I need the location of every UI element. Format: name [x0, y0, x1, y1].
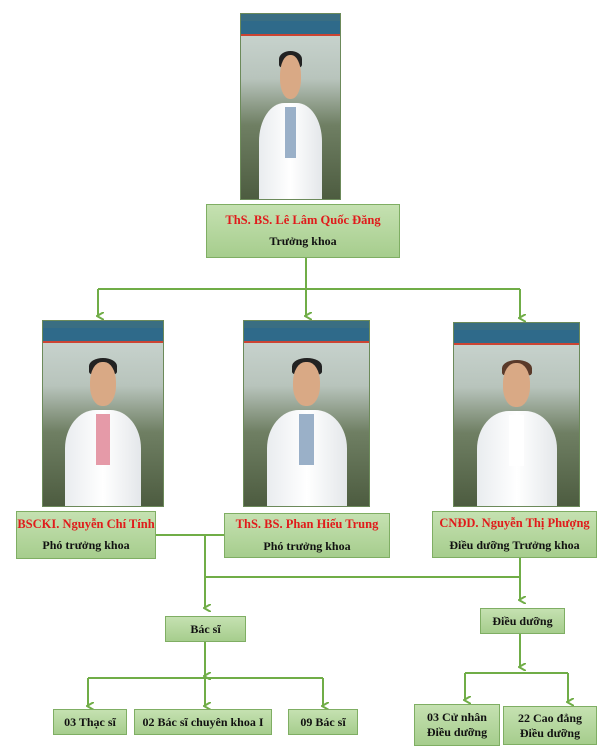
count-label: 09 Bác sĩ: [300, 714, 346, 729]
count-label: 03 Cử nhân: [427, 710, 487, 724]
nurses-group-box: Điều dưỡng: [480, 608, 565, 634]
head-box: ThS. BS. Lê Lâm Quốc Đăng Trưởng khoa: [206, 204, 400, 258]
nurse-count-box: 22 Cao đẳng Điều dưỡng: [503, 706, 597, 745]
deputy-box-1: BSCKI. Nguyễn Chí Tính Phó trưởng khoa: [16, 511, 156, 559]
doctor-count-box: 09 Bác sĩ: [288, 709, 358, 735]
deputy-photo-1: [42, 320, 164, 507]
count-sublabel: Điều dưỡng: [426, 725, 488, 739]
count-label: 03 Thạc sĩ: [64, 714, 116, 729]
doctor-count-box: 03 Thạc sĩ: [53, 709, 127, 735]
deputy-name: BSCKI. Nguyễn Chí Tính: [17, 516, 155, 531]
deputy-role: Điều dưỡng Trưởng khoa: [449, 537, 580, 552]
deputy-photo-3: [453, 322, 580, 507]
count-label: 02 Bác sĩ chuyên khoa I: [142, 714, 264, 729]
group-label: Bác sĩ: [190, 621, 221, 636]
deputy-role: Phó trưởng khoa: [263, 538, 351, 553]
deputy-photo-2: [243, 320, 370, 507]
deputy-box-3: CNĐD. Nguyễn Thị Phượng Điều dưỡng Trưởn…: [432, 511, 597, 558]
head-name: ThS. BS. Lê Lâm Quốc Đăng: [225, 212, 381, 227]
count-label: 22 Cao đẳng: [517, 710, 582, 725]
deputy-role: Phó trưởng khoa: [42, 538, 130, 553]
head-photo: [240, 13, 341, 200]
deputy-name: CNĐD. Nguyễn Thị Phượng: [439, 516, 590, 531]
deputy-box-2: ThS. BS. Phan Hiếu Trung Phó trưởng khoa: [224, 513, 390, 558]
doctor-count-box: 02 Bác sĩ chuyên khoa I: [134, 709, 272, 735]
nurse-count-box: 03 Cử nhân Điều dưỡng: [414, 704, 500, 746]
head-role: Trưởng khoa: [269, 234, 337, 249]
deputy-name: ThS. BS. Phan Hiếu Trung: [235, 517, 379, 532]
count-sublabel: Điều dưỡng: [519, 725, 581, 740]
doctors-group-box: Bác sĩ: [165, 616, 246, 642]
group-label: Điều dưỡng: [492, 613, 553, 628]
